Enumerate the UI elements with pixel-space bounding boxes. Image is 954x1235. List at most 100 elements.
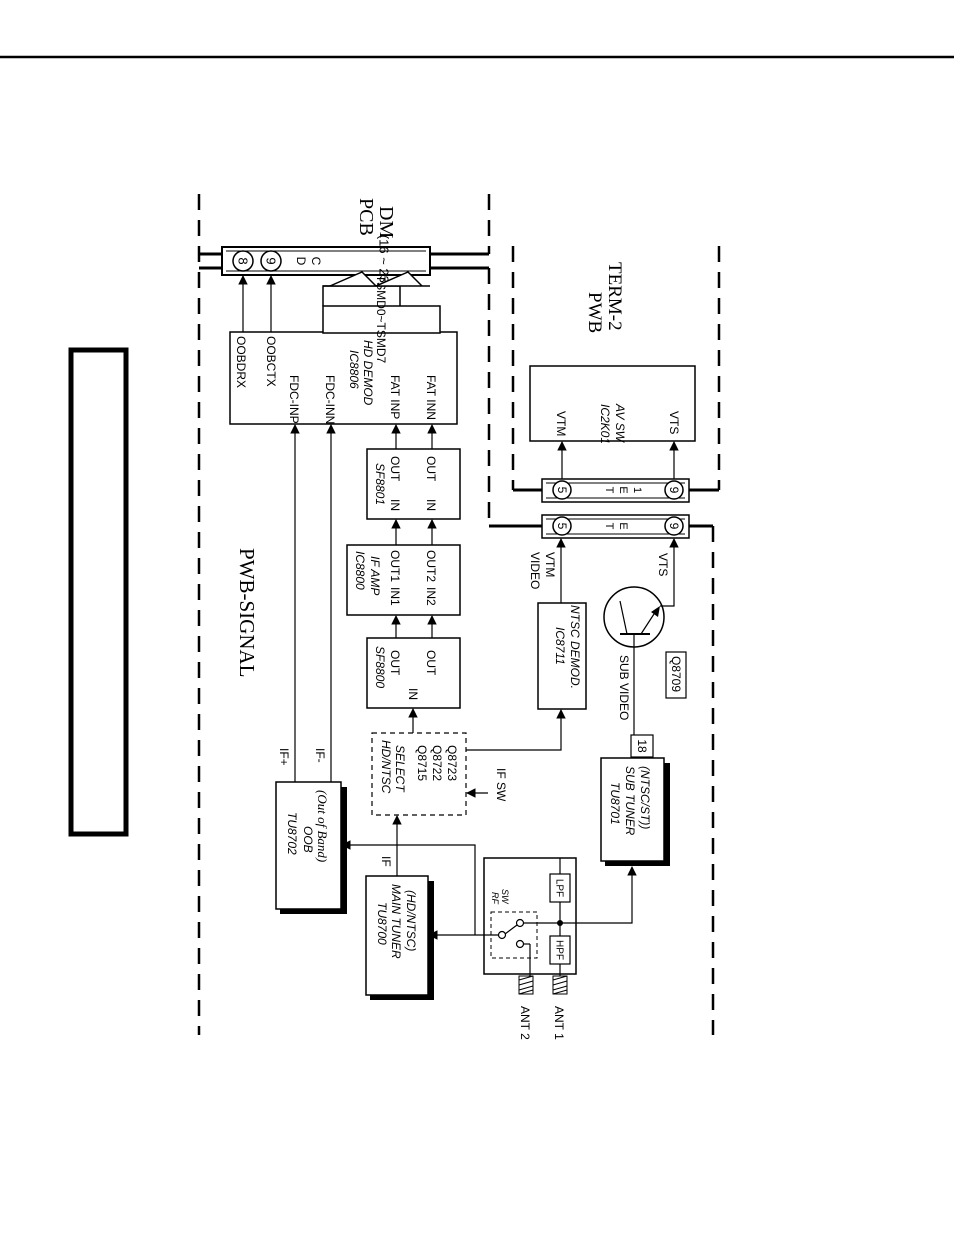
tu8700-block: TU8700 MAIN TUNER (HD/NTSC) — [365, 875, 434, 1000]
sf8801-out-1: OUT — [388, 456, 402, 482]
te-connector-bottom: 5 9 T E — [489, 514, 713, 539]
tu8700-title: TU8700 — [375, 902, 389, 945]
ic8711-title: IC8711 — [553, 627, 567, 665]
tu8702-note: (Out of Band) — [315, 790, 330, 862]
pin-vtm-ic2k01: VTM — [554, 411, 568, 436]
pcb-label: PCB — [355, 198, 377, 236]
ic8711-block: IC8711 NTSC DEMOD. — [537, 602, 587, 710]
tu8701-note: (NTSC/ST)) — [638, 766, 652, 829]
pin-oobctx: OOBCTX — [264, 336, 278, 387]
te-bottom-t: T — [603, 523, 615, 530]
pin-fdc-inn: FDC-INN — [323, 375, 337, 424]
select-subtitle: SELECT — [393, 745, 407, 793]
rf-sw-title: RF — [490, 892, 500, 904]
tu8700-subtitle: MAIN TUNER — [389, 884, 403, 959]
te-top-t: T — [603, 487, 615, 494]
ic8800-out2: OUT2 — [424, 550, 438, 582]
part-q8723: Q8723 — [445, 745, 459, 781]
dc-connector: 8 9 D C (16 ~ 23) — [199, 235, 489, 287]
dm-label: DM — [375, 206, 397, 238]
tu8702-title: TU8702 — [285, 812, 299, 855]
pin-oobdrx: OOBDRX — [234, 336, 248, 388]
dc-pin-8: 8 — [236, 257, 251, 264]
tu8702-block: TU8702 OOB (Out of Band) — [275, 781, 347, 914]
ant2-label: ANT 2 — [518, 1006, 532, 1040]
if-sw-label: IF SW — [494, 768, 508, 802]
te-top-e: E — [617, 486, 629, 493]
te-connector-top: 5 9 T E 1 — [513, 478, 719, 503]
rf-sw-subtitle: SW — [500, 889, 510, 905]
sf8801-title: SF8801 — [373, 463, 387, 505]
hpf-label: HPF — [554, 940, 565, 960]
te-top-pin-9: 9 — [667, 487, 681, 494]
sub-video-label: SUB VIDEO — [617, 655, 631, 720]
ic2k01-block: VTM IC2K01 AV SW VTS — [529, 365, 696, 444]
select-title: HD/NTSC — [379, 740, 393, 794]
te-bottom-e: E — [617, 522, 629, 529]
title-frame — [68, 347, 129, 837]
sf8801-out-2: OUT — [424, 456, 438, 482]
lpf-label: LPF — [554, 879, 565, 897]
pin-fat-inp: FAT INP — [388, 375, 402, 419]
part-q8715: Q8715 — [415, 745, 429, 781]
sf8801-in-2: IN — [424, 499, 438, 511]
pin-fdc-inp: FDC-INP — [287, 375, 301, 424]
rf-sw-block: RF SW HPF LPF — [483, 857, 577, 985]
if-plus-label: IF+ — [277, 748, 291, 766]
sf8800-in: IN — [406, 688, 420, 700]
ic8800-subtitle: IF AMP — [368, 556, 382, 595]
sf8800-title: SF8800 — [373, 646, 387, 688]
q8709-label: Q8709 — [669, 656, 683, 692]
ant1-label: ANT 1 — [552, 1006, 566, 1040]
ic8800-in1: IN1 — [388, 587, 402, 606]
tu8700-note: (HD/NTSC) — [404, 890, 418, 951]
ic8800-title: IC8800 — [353, 551, 367, 590]
dc-pin-range: (16 ~ 23) — [377, 235, 392, 287]
tsmd-label: TSMD0~TSMD7 — [374, 275, 388, 364]
hd-ntsc-select-block: HD/NTSC SELECT Q8715 Q8722 Q8723 — [371, 732, 467, 816]
fat-signal-arrows — [391, 424, 437, 733]
if-minus-label: IF- — [313, 748, 327, 763]
if-label: IF — [379, 856, 393, 867]
te-bottom-pin-9: 9 — [667, 523, 681, 530]
ic8806-block: OOBDRX OOBCTX FDC-INP FDC-INN IC8806 HD … — [229, 331, 458, 425]
tu8701-title: TU8701 — [608, 782, 622, 825]
te-top-1: 1 — [631, 487, 643, 493]
region-borders — [197, 194, 721, 1035]
ic2k01-subtitle: AV SW — [613, 403, 627, 444]
tu8701-subtitle: SUB TUNER — [623, 766, 637, 836]
q8709-transistor — [603, 538, 679, 735]
pwb-term-label-1: PWB — [584, 292, 605, 333]
video-label: VIDEO — [528, 552, 542, 589]
ic8711-subtitle: NTSC DEMOD. — [568, 605, 582, 689]
sf8800-out-2: OUT — [424, 650, 438, 676]
ic8800-block: IC8800 IF AMP OUT1 IN1 OUT2 IN2 — [346, 544, 461, 616]
pin-18: 18 — [635, 739, 649, 753]
sf8801-block: OUT OUT IN IN SF8801 — [366, 448, 461, 520]
ic8806-title: IC8806 — [347, 350, 361, 389]
sf8801-in-1: IN — [388, 499, 402, 511]
vtm-label: VTM — [543, 552, 557, 577]
dc-pin-9: 9 — [264, 257, 279, 264]
ic8800-in2: IN2 — [424, 587, 438, 606]
ic8806-subtitle: HD DEMOD — [361, 340, 375, 406]
ic2k01-title: IC2K01 — [598, 404, 612, 444]
part-q8722: Q8722 — [430, 745, 444, 781]
ic8800-out1: OUT1 — [388, 550, 402, 582]
pin-fat-inn: FAT INN — [424, 375, 438, 420]
sf8800-block: SF8800 OUT OUT IN — [366, 637, 461, 709]
dc-label-d: D — [294, 257, 308, 266]
tsmd-bus: TSMD0~TSMD7 — [322, 271, 441, 364]
dc-label-c: C — [309, 257, 323, 266]
tu8701-block: TU8701 SUB TUNER (NTSC/ST)) — [600, 757, 670, 866]
pwb-signal-label: PWB-SIGNAL — [235, 548, 259, 678]
vts-label: VTS — [656, 553, 670, 576]
pwb-term-label-2: TERM-2 — [604, 262, 625, 331]
sf8800-out-1: OUT — [388, 650, 402, 676]
tu8702-subtitle: OOB — [301, 826, 315, 853]
te-top-pin-5: 5 — [555, 487, 569, 494]
antenna-terminals — [518, 975, 568, 995]
te-bottom-pin-5: 5 — [555, 523, 569, 530]
